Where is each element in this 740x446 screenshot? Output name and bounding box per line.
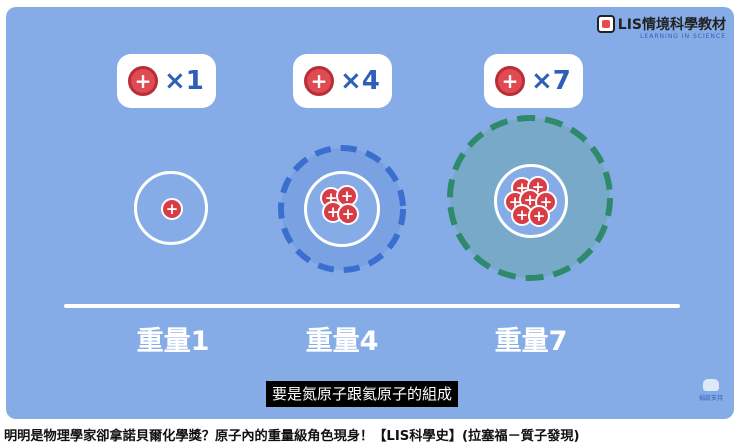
weight-label-1: 重量1 [136, 326, 210, 357]
proton-count-badge-7: + ×7 [484, 54, 583, 108]
proton-count: ×4 [340, 66, 380, 96]
proton-icon: + [337, 203, 359, 225]
proton-count-badge-1: + ×1 [117, 54, 216, 108]
support-label: 捐款支持 [698, 395, 723, 402]
proton-count-badge-4: + ×4 [293, 54, 392, 108]
caption-subtitle: 要是氮原子跟氦原子的組成 [266, 381, 459, 407]
support-button[interactable]: 捐款支持 [698, 379, 724, 407]
proton-icon: + [161, 198, 183, 220]
weight-label-7: 重量7 [494, 326, 568, 357]
mascot-icon [703, 379, 719, 391]
weight-label-4: 重量4 [305, 326, 379, 357]
proton-icon: + [495, 66, 525, 96]
proton-icon: + [128, 66, 158, 96]
baseline-divider [64, 304, 680, 308]
proton-icon: + [528, 205, 550, 227]
channel-brand-sub: LEARNING IN SCIENCE [640, 33, 726, 40]
logo-icon [596, 15, 615, 33]
channel-brand-text: LIS情境科學教材 [617, 17, 726, 33]
channel-logo: LIS情境科學教材 LEARNING IN SCIENCE [596, 13, 726, 40]
proton-icon: + [304, 66, 334, 96]
atom-ring-4: + + + + [304, 171, 380, 247]
atom-ring-7: + + + + + + + [494, 164, 568, 238]
proton-count: ×7 [531, 66, 571, 96]
video-title[interactable]: 明明是物理學家卻拿諾貝爾化學獎？原子內的重量級角色現身！【LIS科學史】(拉塞福… [4, 429, 580, 444]
video-player[interactable]: LIS情境科學教材 LEARNING IN SCIENCE + ×1 + ×4 … [6, 7, 734, 419]
atom-ring-1: + [134, 171, 208, 245]
proton-count: ×1 [164, 66, 204, 96]
